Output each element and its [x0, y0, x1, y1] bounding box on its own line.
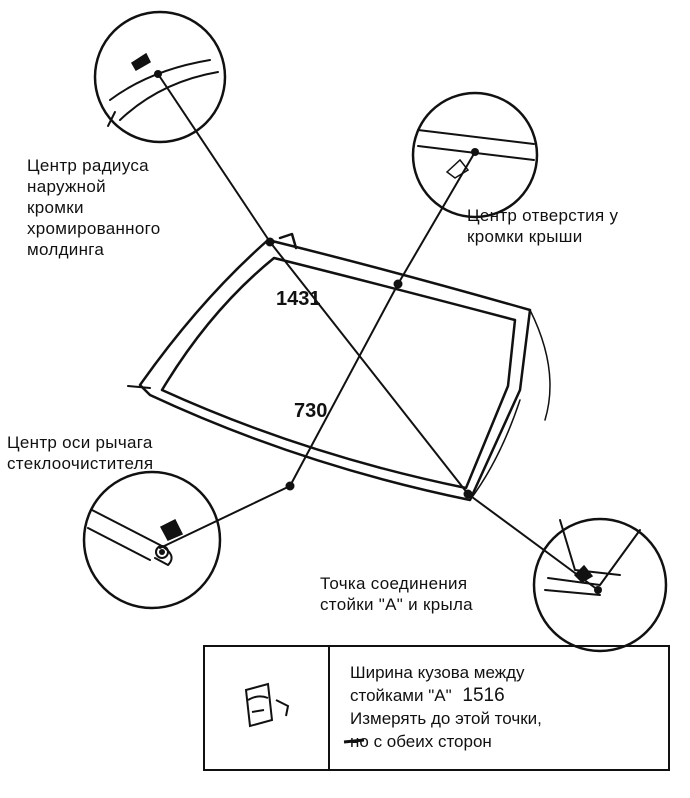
a-pillar-line [278, 232, 298, 250]
label-roof-hole-center: Центр отверстия у кромки крыши [467, 206, 619, 246]
label-molding-center: Центр радиуса наружной кромки хромирован… [27, 156, 161, 259]
dimension-1431 [269, 241, 469, 495]
point-roof [393, 279, 403, 289]
legend-measure-line1: Измерять до этой точки, [350, 709, 542, 728]
legend-box: Ширина кузова между стойками "А" 1516 Из… [203, 645, 670, 771]
detail-circle-roof [411, 91, 539, 219]
legend-width-line2: стойками "А" 1516 [350, 685, 505, 706]
point-pillar [463, 489, 473, 499]
label-wiper-axis-center: Центр оси рычага стеклоочистителя [7, 433, 154, 473]
point-wiper [285, 481, 295, 491]
legend-text: Ширина кузова между стойками "А" 1516 Из… [350, 661, 542, 753]
dimension-730 [289, 283, 399, 487]
label-pillar-fender-joint: Точка соединения стойки "А" и крыла [320, 574, 473, 614]
body-side-line [529, 309, 551, 421]
detail-circle-molding [93, 10, 227, 144]
leader-roof [397, 151, 476, 285]
leader-molding [157, 73, 271, 243]
hood-line [469, 399, 521, 501]
dimension-label-vertical: 730 [294, 400, 328, 422]
legend-measure-line2: но с обеих сторон [350, 732, 492, 751]
body-pillar-icon [244, 682, 290, 728]
windshield-glass [160, 256, 517, 490]
dash-marker-icon [343, 738, 365, 744]
legend-width-value: 1516 [462, 685, 505, 706]
dimension-label-diagonal: 1431 [276, 288, 321, 310]
detail-circle-pillar [532, 517, 668, 653]
point-molding [265, 237, 275, 247]
legend-width-label: Ширина кузова между [350, 663, 525, 682]
windshield-outer-frame [138, 238, 532, 502]
leader-wiper [159, 485, 291, 549]
legend-icon-cell [205, 647, 330, 769]
detail-circle-wiper [82, 470, 222, 610]
measuring-point-arrow-icon [130, 52, 594, 583]
